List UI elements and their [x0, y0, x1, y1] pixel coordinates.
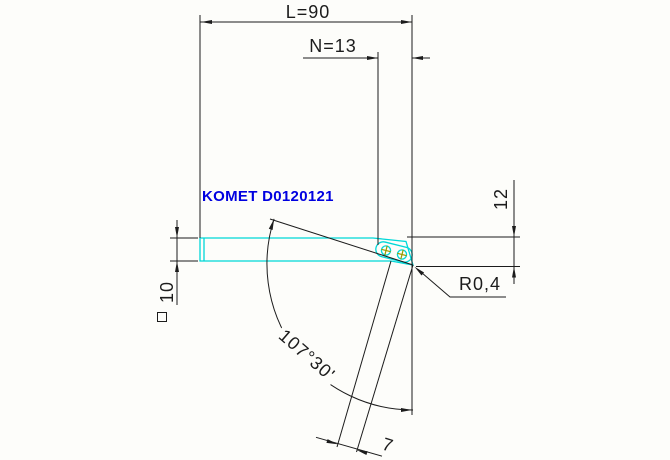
arrow-blade-width-right [356, 449, 368, 455]
arrow-length-right [401, 20, 412, 24]
blade-edge-left [336, 260, 392, 448]
blade-head-outline [336, 260, 414, 453]
arrow-shank-bottom [175, 261, 179, 272]
arrow-angle-end [401, 408, 412, 412]
corner-radius-label: R0,4 [458, 274, 502, 294]
insert-pocket-outline [375, 241, 413, 263]
radius-leader-line [417, 269, 506, 298]
screw-slot-cross-1 [381, 245, 391, 256]
arrow-blade-width-left [326, 439, 338, 445]
part-number-label: KOMET D0120121 [202, 188, 334, 205]
arrow-length-left [201, 20, 212, 24]
angle-flank-line [269, 218, 414, 266]
arrow-tip-bottom [512, 266, 516, 278]
dimension-lines [170, 15, 520, 457]
arrow-angle-start [268, 218, 275, 230]
dim-line-blade-width [315, 436, 383, 457]
clamp-screw-2 [396, 249, 408, 260]
arrow-radius-leader [414, 266, 425, 276]
square-section-symbol [157, 312, 167, 322]
shank-size-label: 10 [157, 280, 177, 304]
dimension-arrowheads [175, 20, 516, 455]
tool-body [199, 237, 414, 266]
arrow-tip-top [512, 226, 516, 237]
tip-drop-label: 12 [491, 187, 511, 211]
screw-slot-cross-2 [397, 249, 407, 260]
overall-length-label: L=90 [285, 2, 331, 22]
screw-slots [381, 245, 407, 260]
arrow-nose-left [367, 56, 378, 60]
blade-edge-right [356, 264, 414, 453]
angle-arc [266, 218, 414, 411]
nose-offset-label: N=13 [309, 36, 357, 56]
arrow-nose-right [412, 56, 423, 60]
clamp-screw-1 [380, 245, 392, 256]
arrow-shank-top [175, 227, 179, 238]
